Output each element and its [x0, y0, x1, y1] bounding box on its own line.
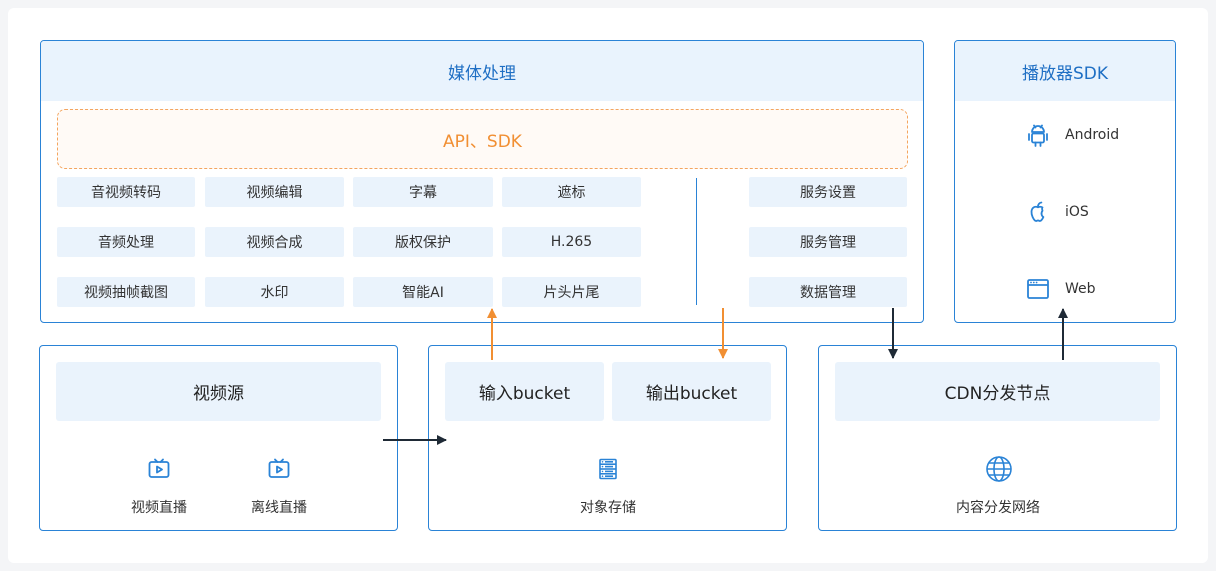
media-processing-panel: 媒体处理 API、SDK 音视频转码 视频编辑 字幕 遮标 音频处理 视频合成 …	[40, 40, 924, 323]
service-chip: 服务管理	[749, 227, 907, 257]
video-source-item-label: 视频直播	[131, 500, 187, 516]
feature-chip: 字幕	[353, 177, 493, 207]
sdk-platform-ios: iOS	[955, 197, 1175, 227]
feature-chip: 遮标	[502, 177, 641, 207]
object-storage-label: 对象存储	[580, 500, 636, 516]
feature-chip: 视频合成	[205, 227, 344, 257]
feature-chip: 版权保护	[353, 227, 493, 257]
sdk-platform-label: iOS	[1065, 204, 1089, 220]
video-source-item-label: 离线直播	[251, 500, 307, 516]
globe-icon	[984, 454, 1014, 484]
feature-chip: 音视频转码	[57, 177, 195, 207]
output-bucket: 输出bucket	[612, 362, 771, 421]
live-tv-icon	[266, 456, 292, 482]
section-divider	[696, 178, 697, 305]
player-sdk-panel: 播放器SDK Android	[954, 40, 1176, 323]
input-bucket: 输入bucket	[445, 362, 604, 421]
service-chip: 服务设置	[749, 177, 907, 207]
sdk-platform-label: Android	[1065, 127, 1120, 143]
sdk-platform-android: Android	[955, 120, 1175, 150]
sdk-platform-web: Web	[955, 274, 1175, 304]
android-icon	[1023, 120, 1053, 150]
cdn-node-title: CDN分发节点	[835, 362, 1160, 421]
server-rack-icon	[595, 456, 621, 482]
live-tv-icon	[146, 456, 172, 482]
feature-chip: 视频编辑	[205, 177, 344, 207]
cdn-label: 内容分发网络	[956, 500, 1040, 516]
apple-icon	[1023, 197, 1053, 227]
feature-chip: 视频抽帧截图	[57, 277, 195, 307]
player-sdk-title: 播放器SDK	[955, 41, 1175, 101]
media-processing-title: 媒体处理	[41, 41, 923, 101]
feature-chip: 智能AI	[353, 277, 493, 307]
feature-chip: H.265	[502, 227, 641, 257]
feature-chip: 水印	[205, 277, 344, 307]
browser-window-icon	[1023, 274, 1053, 304]
cdn-panel: CDN分发节点 内容分发网络	[818, 345, 1177, 531]
feature-chip: 片头片尾	[502, 277, 641, 307]
video-source-title: 视频源	[56, 362, 381, 421]
api-sdk-bar: API、SDK	[57, 109, 908, 169]
service-chip: 数据管理	[749, 277, 907, 307]
sdk-platform-label: Web	[1065, 281, 1096, 297]
feature-chip: 音频处理	[57, 227, 195, 257]
object-storage-panel: 输入bucket 输出bucket 对象存储	[428, 345, 787, 531]
video-source-panel: 视频源 视频直播 离线直播	[39, 345, 398, 531]
